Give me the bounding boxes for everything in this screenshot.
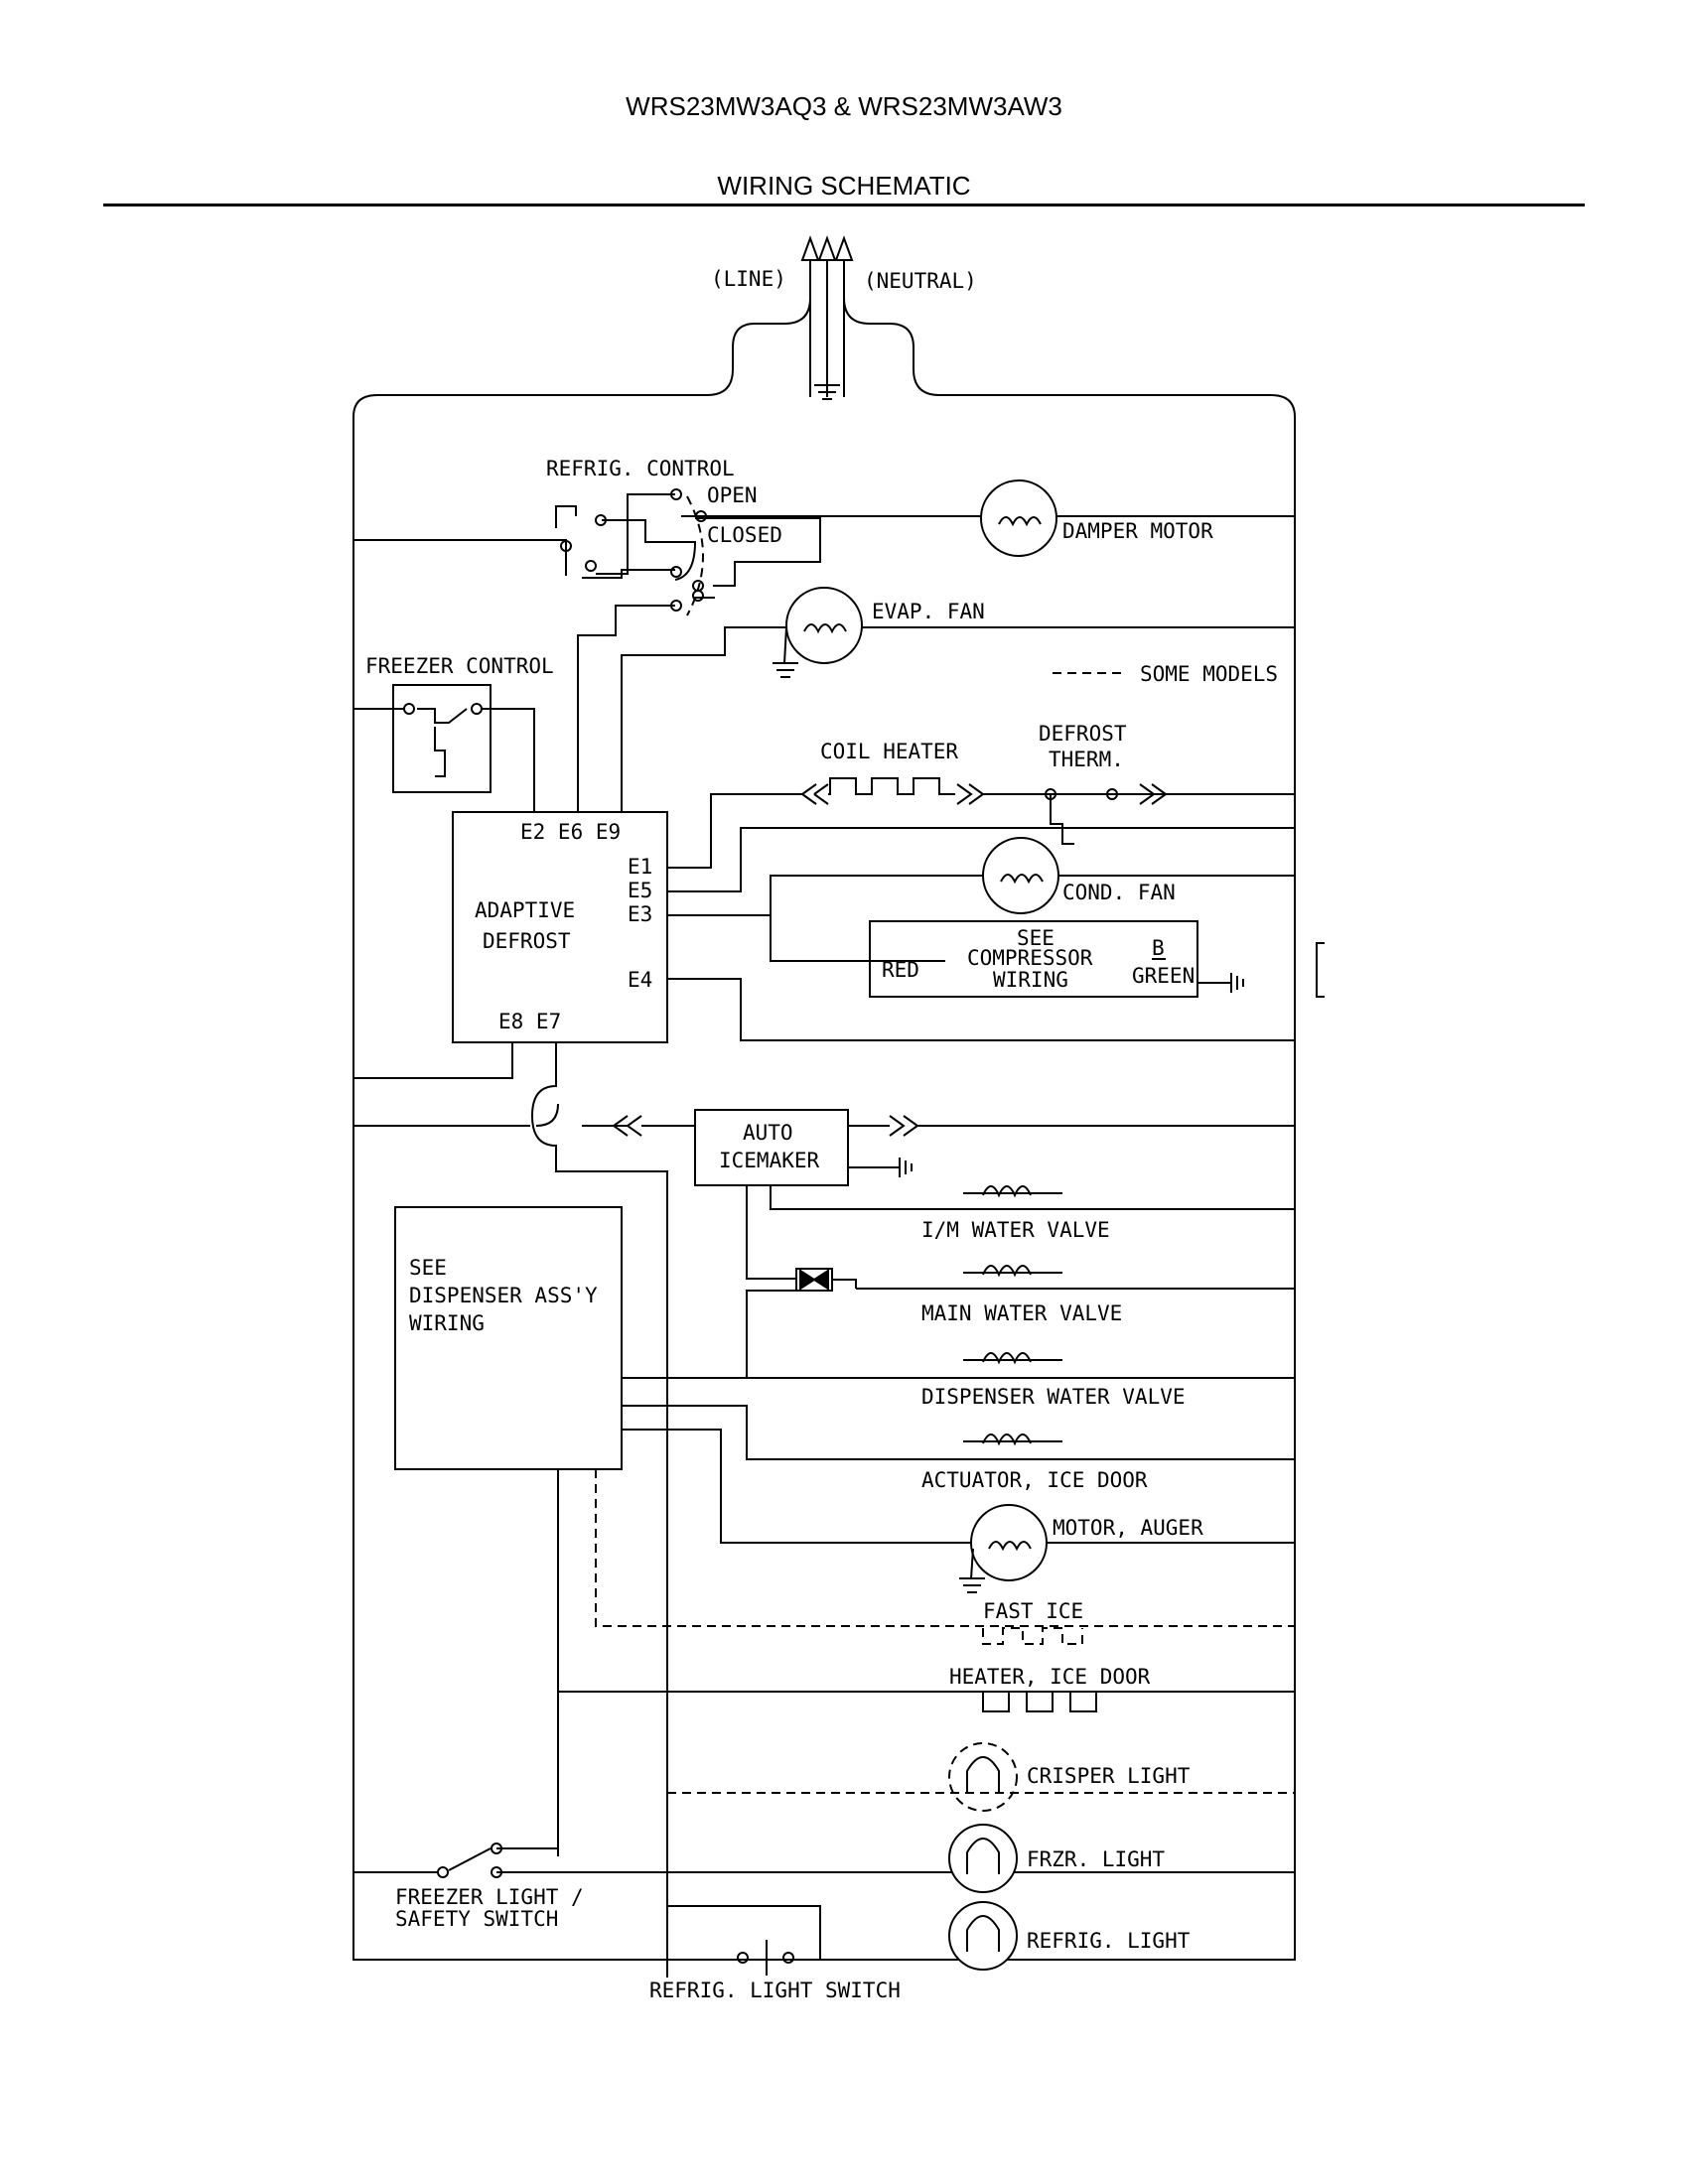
ground-icon [848,1158,913,1177]
refrig-control-label: REFRIG. CONTROL [546,457,735,480]
main-water-valve-icon [982,1265,1032,1278]
closed-label: CLOSED [707,523,782,547]
dispenser-water-valve-label: DISPENSER WATER VALVE [921,1385,1186,1409]
adaptive-defrost-board [452,811,668,1043]
damper-motor-icon [980,479,1057,557]
title-rule [103,204,1585,206]
defrost-therm-icon [1050,794,1074,845]
line-label: (LINE) [711,267,786,291]
compressor-green: GREEN [1132,964,1195,988]
frzr-light-icon [948,1824,1018,1893]
terminal-e1: E1 [628,855,652,879]
terminal-e5: E5 [628,879,652,902]
compressor-compressor: COMPRESSOR [967,946,1093,970]
freezer-control-label: FREEZER CONTROL [365,654,554,678]
refrig-light-icon [948,1901,1018,1971]
compressor-box [869,920,1198,998]
defrost-therm-label-2: THERM. [1049,748,1124,771]
page-title: WIRING SCHEMATIC [717,171,971,201]
damper-motor-label: DAMPER MOTOR [1062,519,1213,543]
icemaker-line2: ICEMAKER [719,1149,820,1172]
freezer-light-switch-label-1: FREEZER LIGHT / [395,1885,584,1909]
ground-icon [1197,973,1244,993]
some-models-label: SOME MODELS [1140,662,1278,686]
crisper-light-label: CRISPER LIGHT [1027,1764,1191,1788]
compressor-wiring: WIRING [993,968,1068,992]
terminal-e4: E4 [628,968,652,992]
model-numbers: WRS23MW3AQ3 & WRS23MW3AW3 [626,91,1062,121]
main-water-valve-label: MAIN WATER VALVE [921,1301,1122,1325]
terminal-e3: E3 [628,902,652,926]
refrig-light-switch [737,1940,794,1976]
heater-ice-door-icon [982,1691,1097,1712]
actuator-ice-door-icon [982,1433,1032,1446]
evap-fan-icon [773,587,863,678]
neutral-label: (NEUTRAL) [864,269,977,293]
coil-heater-icon [828,777,955,795]
dispenser-water-valve-icon [982,1352,1032,1365]
dispenser-see: SEE [409,1256,447,1280]
frzr-light-label: FRZR. LIGHT [1027,1847,1165,1871]
dispenser-wiring: WIRING [409,1311,485,1335]
freezer-control [353,684,535,812]
board-terminals-top: E2 E6 E9 [520,820,621,844]
ground-icon [814,384,840,400]
fast-ice-icon [982,1627,1083,1645]
compressor-red: RED [882,958,919,982]
cond-fan-label: COND. FAN [1062,881,1176,904]
fast-ice-label: FAST ICE [983,1599,1083,1623]
dispenser-assy: DISPENSER ASS'Y [409,1284,598,1307]
freezer-light-switch-label-2: SAFETY SWITCH [395,1907,558,1931]
icemaker-line1: AUTO [743,1121,793,1145]
motor-auger-label: MOTOR, AUGER [1053,1516,1203,1540]
crisper-light-icon [948,1742,1018,1812]
coil-heater-label: COIL HEATER [820,740,958,763]
evap-fan-label: EVAP. FAN [872,600,985,623]
open-label: OPEN [707,483,758,507]
dispenser-box [394,1206,623,1470]
power-cord [352,235,1296,1961]
actuator-ice-door-label: ACTUATOR, ICE DOOR [921,1468,1148,1492]
refrig-light-label: REFRIG. LIGHT [1027,1929,1191,1953]
compressor-see: SEE [1017,926,1055,950]
heater-ice-door-label: HEATER, ICE DOOR [949,1665,1151,1689]
refrig-light-switch-label: REFRIG. LIGHT SWITCH [649,1979,901,2002]
compressor-b: B [1152,936,1165,960]
motor-auger-icon [959,1504,1048,1593]
im-water-valve-icon [982,1185,1032,1198]
board-terminals-bottom: E8 E7 [498,1010,561,1033]
im-water-valve-label: I/M WATER VALVE [921,1218,1110,1242]
defrost-therm-label-1: DEFROST [1039,722,1127,746]
adaptive-label: ADAPTIVE [475,898,575,922]
cond-fan-icon [982,837,1059,914]
defrost-label: DEFROST [483,929,571,953]
